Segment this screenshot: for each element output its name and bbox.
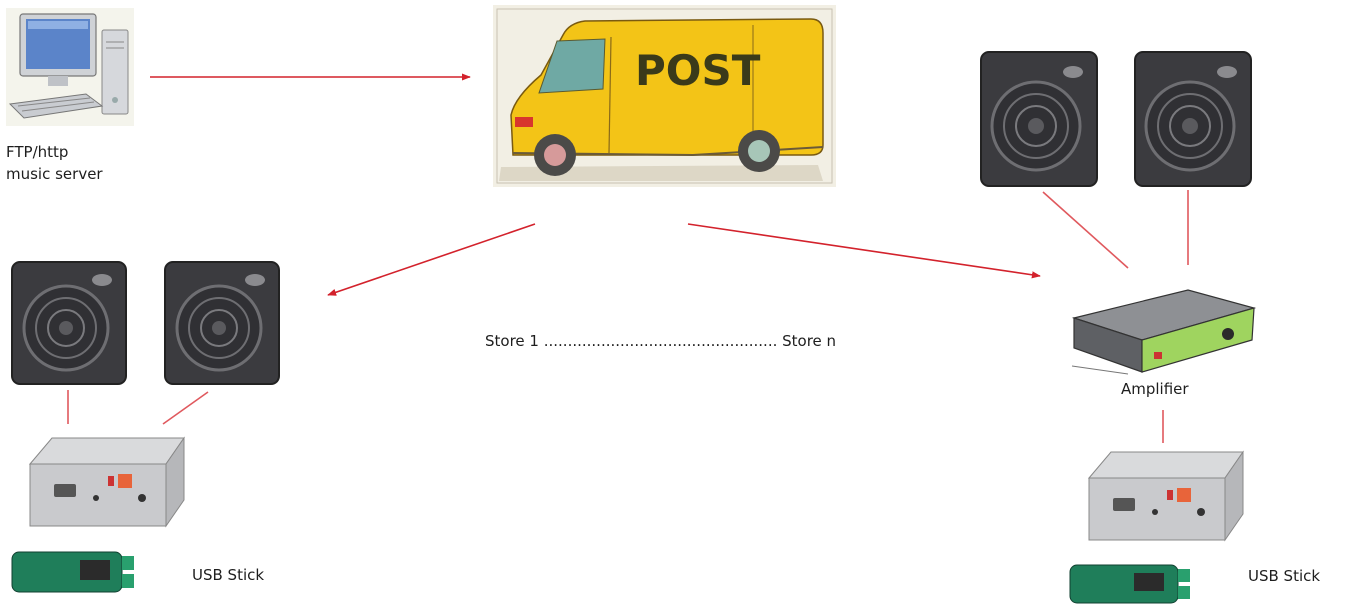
speaker-icon: [1133, 50, 1255, 190]
arrow-van-to-store-1: [328, 224, 535, 295]
store-range-label: Store 1 ................................…: [485, 330, 836, 352]
post-van-icon: POST: [493, 5, 836, 187]
amplifier-icon: [1068, 278, 1258, 376]
van-post-text: POST: [635, 46, 761, 95]
player-box-icon: [1085, 448, 1247, 544]
usb-stick-icon: [10, 544, 146, 598]
wire-right-speaker-1: [1043, 192, 1128, 268]
speaker-icon: [10, 260, 130, 388]
computer-icon: [6, 8, 134, 126]
speaker-icon: [979, 50, 1101, 190]
speaker-icon: [163, 260, 283, 388]
wire-left-speaker-2: [163, 392, 208, 424]
server-label: FTP/http music server: [6, 141, 103, 185]
arrow-van-to-store-n: [688, 224, 1040, 276]
usb-right-label: USB Stick: [1248, 565, 1320, 587]
player-box-icon: [26, 434, 188, 530]
usb-stick-icon: [1068, 559, 1200, 605]
usb-left-label: USB Stick: [192, 564, 264, 586]
amplifier-label: Amplifier: [1121, 378, 1189, 400]
